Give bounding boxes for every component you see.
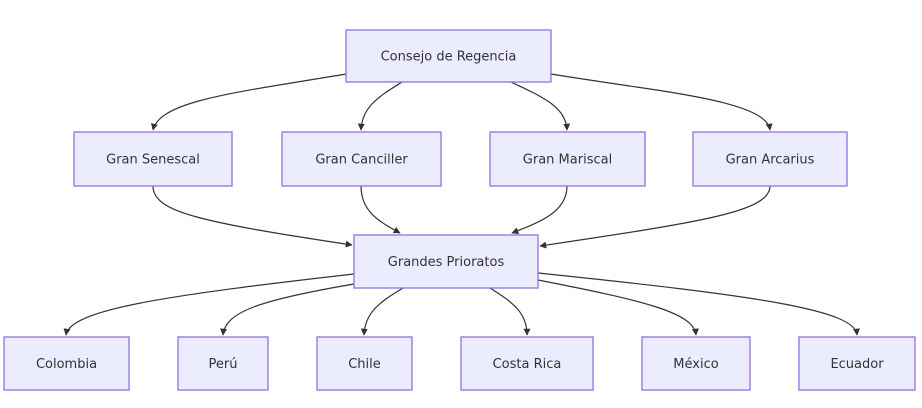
node-box [798,336,916,391]
edge-prioratos-to-costarica [489,287,531,336]
edge-arcarius-to-prioratos [539,185,771,249]
node-ecuador: Ecuador [798,336,916,391]
edge-prioratos-to-ecuador [537,272,860,336]
node-arcarius: Gran Arcarius [692,131,848,187]
edge-regencia-to-canciller [357,81,403,131]
node-box [281,131,442,187]
node-peru: Perú [177,336,269,391]
node-canciller: Gran Canciller [281,131,442,187]
node-box [3,336,130,391]
node-box [353,234,539,289]
node-box [692,131,848,187]
node-label: Gran Mariscal [523,153,612,168]
edge-prioratos-to-mexico [537,279,699,336]
node-box [316,336,413,391]
node-prioratos: Grandes Prioratos [353,234,539,289]
node-label: Colombia [36,357,97,372]
node-regencia: Consejo de Regencia [345,29,552,83]
node-mariscal: Gran Mariscal [489,131,646,187]
node-label: Gran Arcarius [726,153,815,168]
node-label: México [673,357,718,372]
node-label: Perú [209,357,238,372]
edge-canciller-to-prioratos [360,185,401,234]
node-costarica: Costa Rica [460,336,594,391]
node-chile: Chile [316,336,413,391]
node-box [345,29,552,83]
edge-prioratos-to-chile [360,287,404,336]
node-box [641,336,751,391]
edges-layer [63,73,860,336]
edge-prioratos-to-peru [220,283,355,336]
node-colombia: Colombia [3,336,130,391]
node-label: Gran Canciller [315,153,408,168]
edge-regencia-to-mariscal [510,81,571,131]
node-box [489,131,646,187]
node-label: Ecuador [830,357,884,372]
edge-mariscal-to-prioratos [511,185,568,234]
node-mexico: México [641,336,751,391]
edge-regencia-to-arcarius [550,73,773,131]
node-senescal: Gran Senescal [73,131,233,187]
node-label: Costa Rica [493,357,562,372]
edge-senescal-to-prioratos [152,185,353,248]
node-label: Chile [348,357,381,372]
node-box [73,131,233,187]
node-label: Gran Senescal [106,153,200,168]
node-label: Grandes Prioratos [388,255,505,270]
node-box [177,336,269,391]
edge-prioratos-to-colombia [63,273,355,336]
node-label: Consejo de Regencia [381,50,517,65]
edge-regencia-to-senescal [151,73,347,131]
node-box [460,336,594,391]
